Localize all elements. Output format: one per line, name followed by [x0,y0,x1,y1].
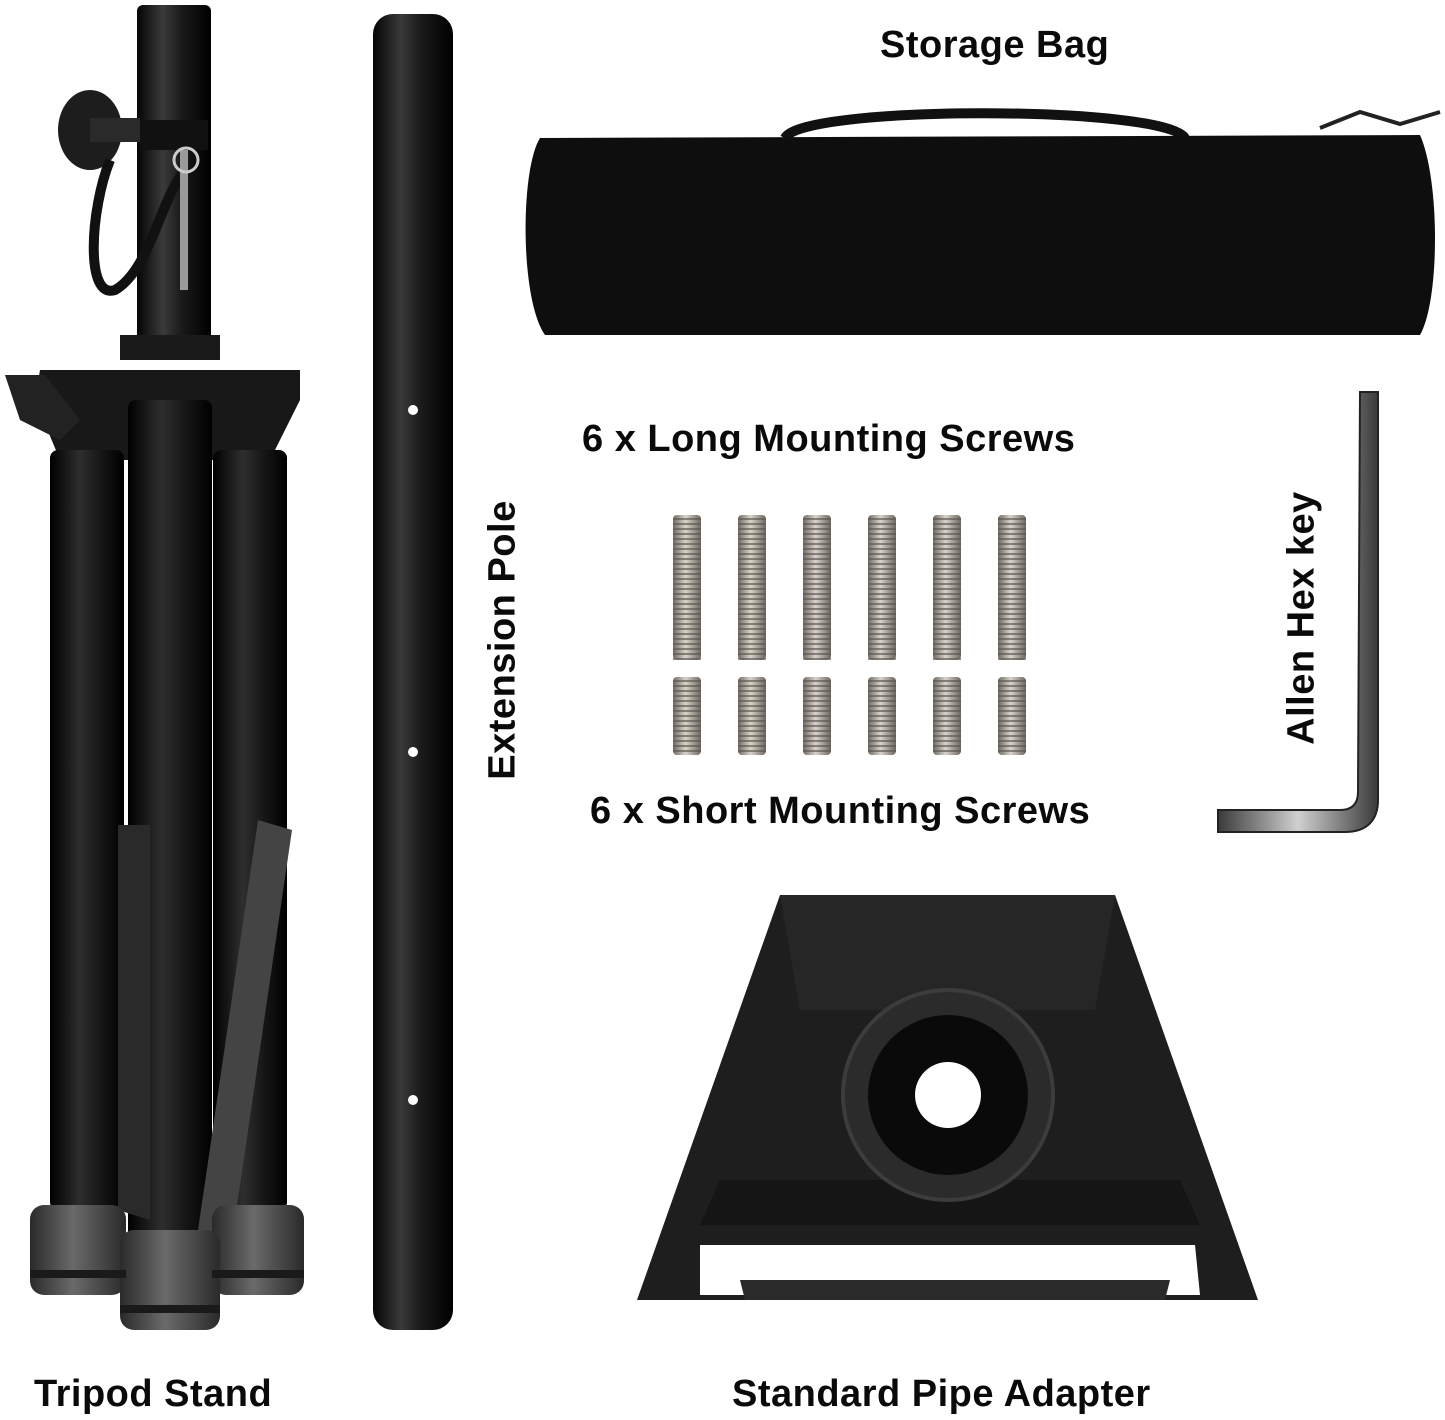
short-screw [673,677,701,755]
long-screw [868,515,896,660]
extension-pole-label: Extension Pole [481,500,524,780]
short-screw [803,677,831,755]
tripod-stand [5,5,304,1330]
storage-bag [525,108,1441,335]
tripod-stand-label: Tripod Stand [34,1373,273,1415]
short-screws [673,677,1026,755]
allen-hex-key [1217,391,1379,833]
short-screw [998,677,1026,755]
long-screw [998,515,1026,660]
long-screws-label: 6 x Long Mounting Screws [582,418,1076,460]
pipe-adapter [637,895,1258,1300]
short-screw [933,677,961,755]
long-screw [803,515,831,660]
allen-key-label: Allen Hex key [1280,491,1323,745]
extension-pole [373,14,453,1330]
short-screws-label: 6 x Short Mounting Screws [590,790,1091,832]
long-screw [673,515,701,660]
long-screw [933,515,961,660]
long-screw [738,515,766,660]
long-screws [673,515,1026,660]
pipe-adapter-label: Standard Pipe Adapter [732,1373,1151,1415]
short-screw [738,677,766,755]
short-screw [868,677,896,755]
storage-bag-label: Storage Bag [880,24,1110,66]
